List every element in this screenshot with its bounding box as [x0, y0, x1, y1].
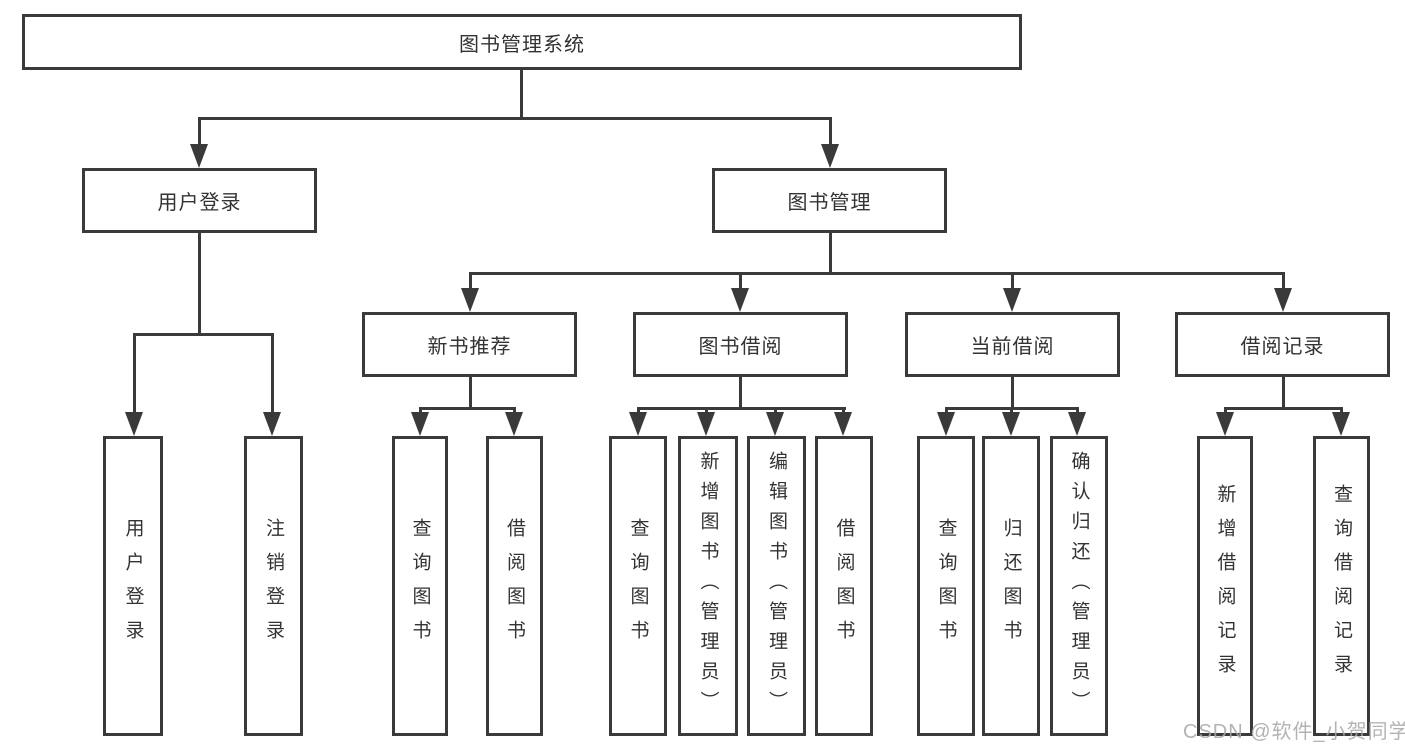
node-leaf-confirm-return: 确认归还（管理员） — [1050, 436, 1108, 736]
connector-stem — [519, 70, 523, 120]
node-leaf-query-books-rec: 查询图书 — [392, 436, 448, 736]
node-leaf-return-book: 归还图书 — [982, 436, 1040, 736]
connector-rail — [418, 406, 516, 410]
node-label: 新增借阅记录 — [1214, 484, 1236, 688]
connector-rail — [1223, 406, 1343, 410]
arrowhead-down-icon — [1003, 288, 1021, 312]
connector-arrow-shaft — [270, 334, 274, 418]
node-leaf-borrow-books-bb: 借阅图书 — [815, 436, 873, 736]
node-leaf-query-books-cur: 查询图书 — [917, 436, 975, 736]
node-label: 用户登录 — [122, 518, 144, 654]
connector-arrow-shaft — [468, 273, 472, 294]
connector-stem — [1010, 377, 1014, 409]
connector-stem — [828, 233, 832, 274]
node-label: 确认归还（管理员） — [1068, 451, 1090, 721]
node-label: 用户登录 — [157, 192, 242, 214]
arrowhead-down-icon — [125, 412, 143, 436]
node-label: 图书管理 — [787, 192, 872, 214]
arrowhead-down-icon — [1274, 288, 1292, 312]
node-label: 图书管理系统 — [459, 33, 585, 56]
arrowhead-down-icon — [411, 412, 429, 436]
connector-arrow-shaft — [1010, 273, 1014, 294]
connector-stem — [1281, 377, 1285, 409]
node-root: 图书管理系统 — [22, 14, 1022, 70]
arrowhead-down-icon — [937, 412, 955, 436]
arrowhead-down-icon — [834, 412, 852, 436]
node-label: 借阅图书 — [504, 518, 525, 654]
node-label: 借阅记录 — [1240, 336, 1325, 358]
connector-rail — [468, 271, 1285, 275]
node-leaf-add-book-admin: 新增图书（管理员） — [678, 436, 738, 736]
connector-arrow-shaft — [1281, 273, 1285, 294]
node-leaf-query-books-bb: 查询图书 — [609, 436, 667, 736]
connector-stem — [197, 233, 201, 335]
node-user-login: 用户登录 — [82, 168, 317, 233]
connector-stem — [738, 377, 742, 409]
arrowhead-down-icon — [190, 144, 208, 168]
node-borrow-records: 借阅记录 — [1175, 312, 1390, 377]
node-leaf-query-borrow-record: 查询借阅记录 — [1313, 436, 1370, 736]
node-label: 借阅图书 — [833, 518, 855, 654]
arrowhead-down-icon — [697, 412, 715, 436]
arrowhead-down-icon — [461, 288, 479, 312]
node-leaf-logout: 注销登录 — [244, 436, 303, 736]
arrowhead-down-icon — [766, 412, 784, 436]
connector-rail — [636, 406, 846, 410]
arrowhead-down-icon — [821, 144, 839, 168]
node-current-borrow: 当前借阅 — [905, 312, 1120, 377]
arrowhead-down-icon — [1216, 412, 1234, 436]
node-label: 查询图书 — [935, 518, 957, 654]
node-label: 归还图书 — [1000, 518, 1022, 654]
node-leaf-borrow-books-rec: 借阅图书 — [486, 436, 543, 736]
watermark: CSDN @软件_小贺同学 — [1183, 721, 1405, 743]
node-label: 图书借阅 — [698, 336, 783, 358]
connector-arrow-shaft — [738, 273, 742, 294]
node-label: 当前借阅 — [970, 336, 1055, 358]
connector-arrow-shaft — [828, 118, 832, 150]
arrowhead-down-icon — [505, 412, 523, 436]
connector-rail — [197, 116, 832, 120]
node-leaf-user-login: 用户登录 — [103, 436, 163, 736]
arrowhead-down-icon — [1002, 412, 1020, 436]
node-label: 查询图书 — [627, 518, 649, 654]
connector-arrow-shaft — [132, 334, 136, 418]
node-label: 编辑图书（管理员） — [766, 451, 787, 721]
arrowhead-down-icon — [731, 288, 749, 312]
connector-rail — [132, 332, 274, 336]
connector-stem — [468, 377, 472, 409]
connector-arrow-shaft — [197, 118, 201, 150]
node-label: 新增图书（管理员） — [697, 451, 719, 721]
node-label: 注销登录 — [263, 518, 284, 654]
arrowhead-down-icon — [263, 412, 281, 436]
node-leaf-edit-book-admin: 编辑图书（管理员） — [747, 436, 806, 736]
node-label: 查询图书 — [409, 518, 431, 654]
arrowhead-down-icon — [629, 412, 647, 436]
node-label: 查询借阅记录 — [1331, 484, 1352, 688]
node-book-mgmt: 图书管理 — [712, 168, 947, 233]
node-new-book-rec: 新书推荐 — [362, 312, 577, 377]
arrowhead-down-icon — [1068, 412, 1086, 436]
arrowhead-down-icon — [1332, 412, 1350, 436]
node-leaf-add-borrow-record: 新增借阅记录 — [1197, 436, 1253, 736]
node-label: 新书推荐 — [427, 336, 512, 358]
node-book-borrow: 图书借阅 — [633, 312, 848, 377]
